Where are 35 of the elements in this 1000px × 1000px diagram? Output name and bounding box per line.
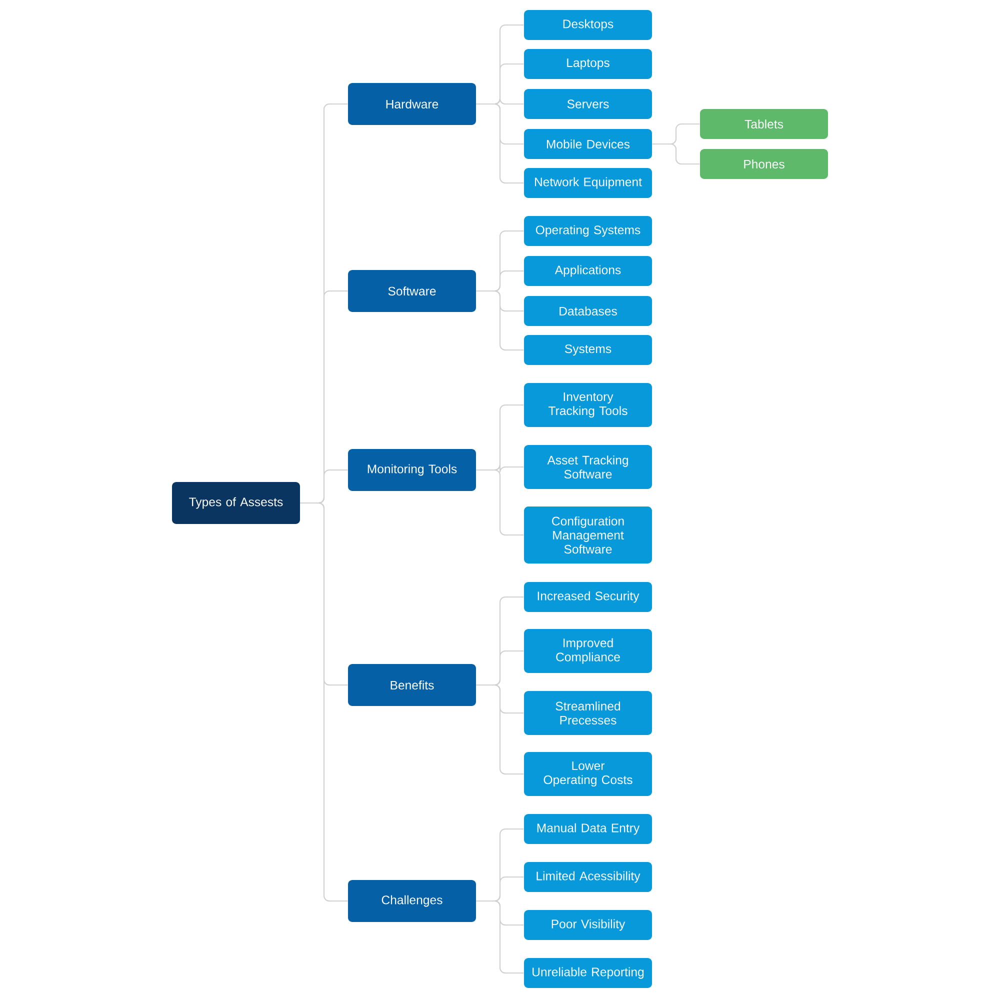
connector-line bbox=[476, 290, 524, 351]
item-box: Configuration Management Software bbox=[524, 506, 652, 564]
item-box: Servers bbox=[524, 89, 652, 119]
item-box: Systems bbox=[524, 335, 652, 365]
connector-line bbox=[476, 900, 524, 974]
item-box: Streamlined Precesses bbox=[524, 691, 652, 735]
item-box: Unreliable Reporting bbox=[524, 958, 652, 988]
item-box: Mobile Devices bbox=[524, 129, 652, 159]
connector-line bbox=[476, 103, 524, 184]
item-box: Operating Systems bbox=[524, 216, 652, 246]
category-box: Hardware bbox=[348, 83, 476, 125]
item-box: Inventory Tracking Tools bbox=[524, 383, 652, 427]
item-box: Asset Tracking Software bbox=[524, 445, 652, 489]
item-box: Improved Compliance bbox=[524, 629, 652, 673]
category-box: Benefits bbox=[348, 664, 476, 706]
item-box: Increased Security bbox=[524, 582, 652, 612]
connector-line bbox=[652, 143, 700, 165]
item-box: Limited Acessibility bbox=[524, 862, 652, 892]
connector-line bbox=[476, 684, 524, 775]
item-box: Manual Data Entry bbox=[524, 814, 652, 844]
root-box: Types of Assests bbox=[172, 482, 300, 524]
item-box: Poor Visibility bbox=[524, 910, 652, 940]
category-box: Software bbox=[348, 270, 476, 312]
item-box: Applications bbox=[524, 256, 652, 286]
subitem-box: Phones bbox=[700, 149, 828, 179]
item-box: Lower Operating Costs bbox=[524, 752, 652, 796]
category-box: Monitoring Tools bbox=[348, 449, 476, 491]
connector-line bbox=[300, 502, 348, 902]
subitem-box: Tablets bbox=[700, 109, 828, 139]
item-box: Databases bbox=[524, 296, 652, 326]
category-box: Challenges bbox=[348, 880, 476, 922]
item-box: Desktops bbox=[524, 10, 652, 40]
item-box: Network Equipment bbox=[524, 168, 652, 198]
connector-line bbox=[476, 469, 524, 536]
item-box: Laptops bbox=[524, 49, 652, 79]
